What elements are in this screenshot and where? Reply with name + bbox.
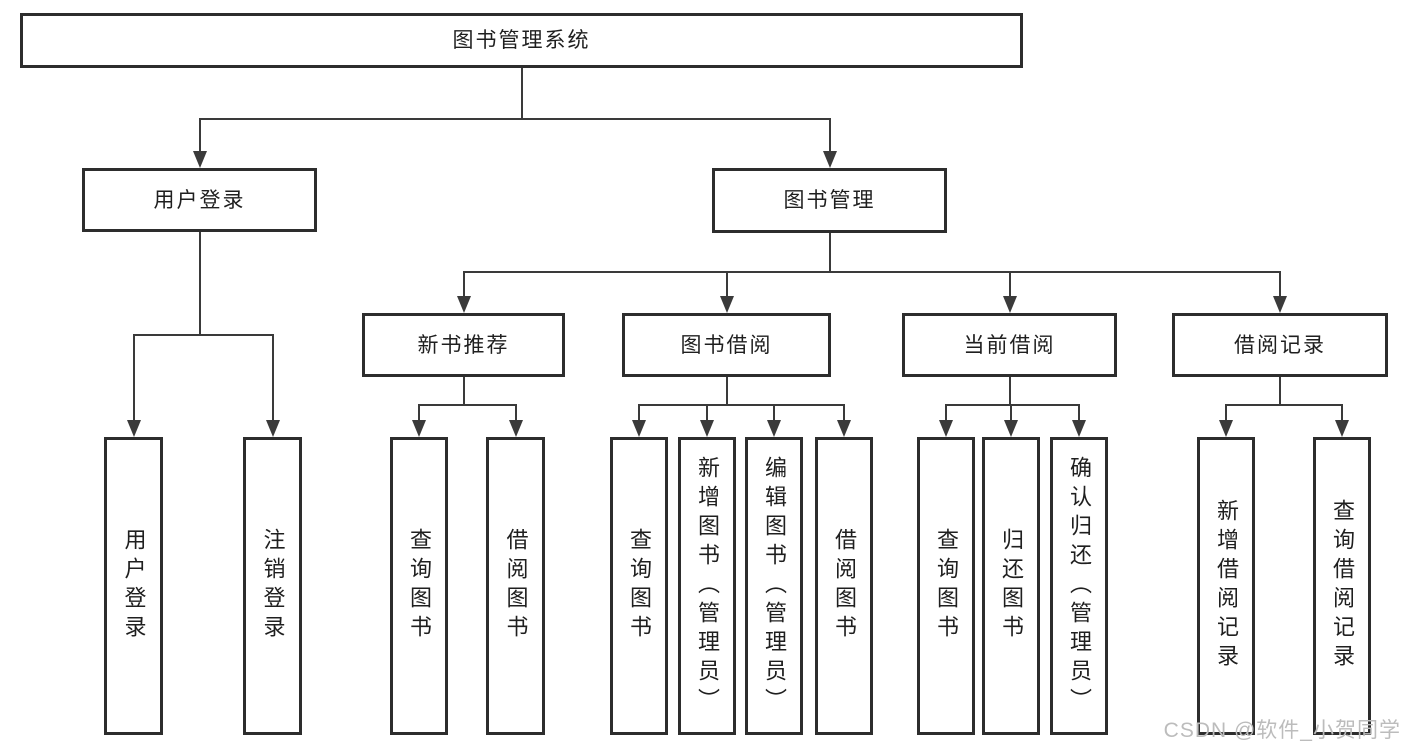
node-borrow: 图书借阅 — [622, 313, 831, 377]
connector-line — [828, 119, 831, 154]
arrow-down-icon — [1219, 420, 1233, 437]
node-label: 查询图书 — [627, 528, 652, 644]
connector-line — [638, 404, 845, 406]
node-records: 借阅记录 — [1172, 313, 1388, 377]
node-label: 借阅记录 — [1234, 333, 1326, 357]
node-label: 借阅图书 — [503, 528, 529, 644]
connector-line — [1010, 405, 1012, 423]
connector-line — [1078, 405, 1080, 423]
connector-line — [945, 404, 1080, 406]
node-label: 编辑图书（管理员） — [762, 455, 787, 717]
arrow-down-icon — [822, 151, 837, 168]
node-label: 新书推荐 — [417, 333, 510, 357]
connector-line — [1279, 377, 1281, 405]
node-label: 新增图书（管理员） — [695, 455, 720, 717]
node-label: 查询图书 — [934, 528, 959, 644]
arrow-down-icon — [767, 420, 781, 437]
node-bb-borrow: 借阅图书 — [815, 437, 873, 735]
connector-line — [1008, 272, 1011, 299]
csdn-watermark: CSDN @软件_小贺同学 — [1163, 719, 1401, 742]
arrow-down-icon — [1335, 420, 1349, 437]
arrow-down-icon — [1004, 420, 1018, 437]
connector-line — [725, 377, 728, 405]
node-label: 用户登录 — [153, 188, 246, 212]
connector-line — [132, 334, 274, 336]
arrow-down-icon — [1072, 420, 1086, 437]
arrow-down-icon — [837, 420, 851, 437]
connector-line — [1225, 404, 1343, 406]
node-label: 用户登录 — [121, 528, 147, 644]
node-label: 查询图书 — [407, 528, 432, 644]
node-label: 确认归还（管理员） — [1067, 455, 1092, 717]
node-root: 图书管理系统 — [20, 13, 1023, 68]
connector-line — [418, 404, 517, 406]
node-label: 图书借阅 — [680, 333, 773, 357]
connector-line — [638, 405, 640, 423]
node-label: 图书管理系统 — [452, 29, 591, 52]
node-label: 归还图书 — [999, 528, 1024, 644]
node-bb-edit: 编辑图书（管理员） — [745, 437, 803, 735]
node-label: 注销登录 — [260, 528, 286, 644]
connector-line — [828, 233, 831, 272]
node-label: 图书管理 — [783, 189, 876, 212]
arrow-down-icon — [192, 151, 207, 168]
node-cb-confirm: 确认归还（管理员） — [1050, 437, 1108, 735]
node-user-login: 用户登录 — [82, 168, 317, 232]
arrow-down-icon — [939, 420, 953, 437]
node-label: 当前借阅 — [963, 333, 1056, 357]
node-label: 查询借阅记录 — [1330, 499, 1355, 673]
connector-line — [1225, 405, 1227, 423]
node-cb-query: 查询图书 — [917, 437, 975, 735]
node-br-query: 查询借阅记录 — [1313, 437, 1371, 735]
connector-line — [945, 405, 947, 423]
connector-line — [198, 118, 831, 120]
node-nb-borrow: 借阅图书 — [486, 437, 545, 735]
arrow-down-icon — [1273, 296, 1287, 313]
connector-line — [418, 405, 420, 423]
node-ul-logout: 注销登录 — [243, 437, 302, 735]
arrow-down-icon — [456, 296, 471, 313]
connector-line — [271, 335, 274, 423]
arrow-down-icon — [126, 420, 141, 437]
arrow-down-icon — [700, 420, 714, 437]
connector-line — [1279, 272, 1281, 299]
connector-line — [725, 272, 728, 299]
node-cb-return: 归还图书 — [982, 437, 1040, 735]
connector-line — [1341, 405, 1343, 423]
connector-line — [1008, 377, 1011, 405]
connector-line — [462, 272, 465, 299]
arrow-down-icon — [412, 420, 426, 437]
arrow-down-icon — [1002, 296, 1017, 313]
node-new-book: 新书推荐 — [362, 313, 565, 377]
arrow-down-icon — [632, 420, 646, 437]
connector-line — [706, 405, 708, 423]
connector-line — [462, 377, 465, 405]
node-bb-query: 查询图书 — [610, 437, 668, 735]
node-ul-login: 用户登录 — [104, 437, 163, 735]
node-book-mgmt: 图书管理 — [712, 168, 947, 233]
node-nb-query: 查询图书 — [390, 437, 448, 735]
node-bb-add: 新增图书（管理员） — [678, 437, 736, 735]
node-current: 当前借阅 — [902, 313, 1117, 377]
connector-line — [132, 335, 135, 423]
arrow-down-icon — [508, 420, 523, 437]
connector-line — [520, 68, 523, 119]
arrow-down-icon — [265, 420, 280, 437]
connector-line — [198, 119, 201, 154]
node-label: 新增借阅记录 — [1214, 499, 1239, 673]
connector-line — [843, 405, 845, 423]
arrow-down-icon — [719, 296, 734, 313]
connector-line — [198, 232, 201, 335]
connector-line — [462, 271, 1281, 273]
node-br-add: 新增借阅记录 — [1197, 437, 1255, 735]
node-label: 借阅图书 — [832, 528, 857, 644]
connector-line — [773, 405, 775, 423]
connector-line — [514, 405, 517, 423]
